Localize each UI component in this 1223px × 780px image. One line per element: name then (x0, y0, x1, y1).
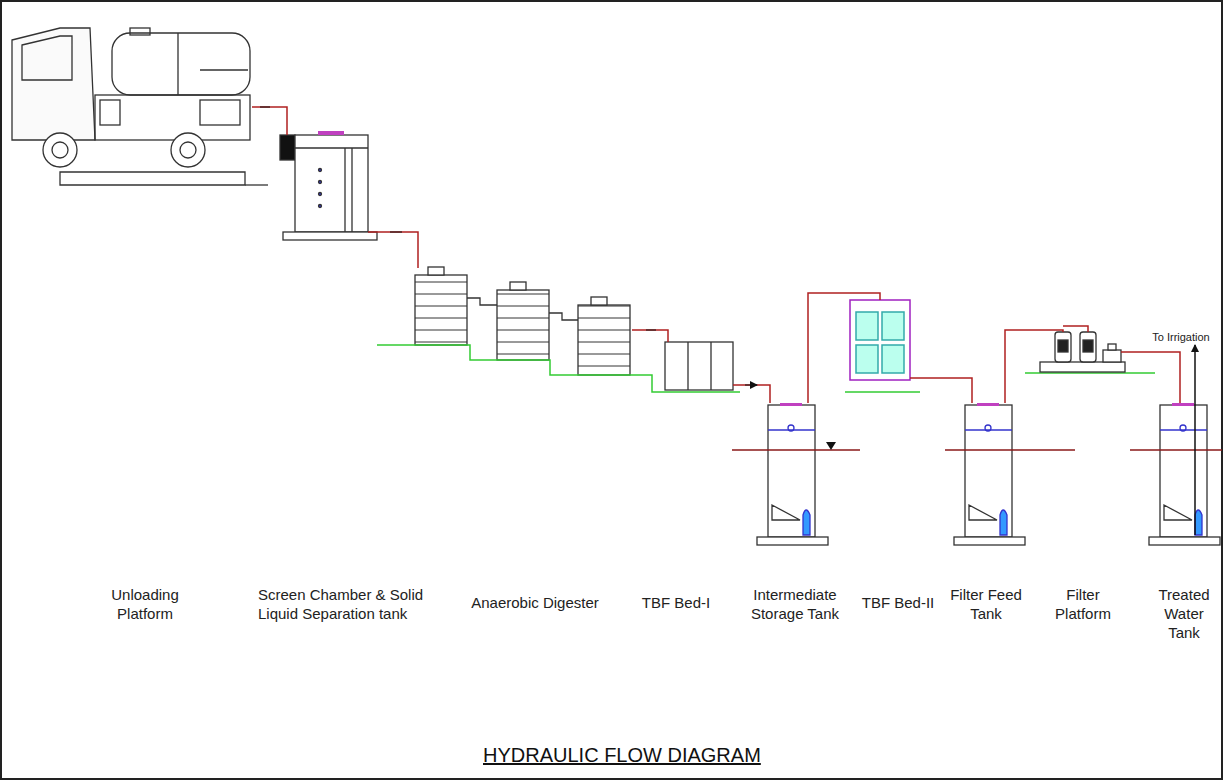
unit-label: Filter Feed Tank (944, 585, 1028, 623)
unit-label: TBF Bed-I (632, 593, 720, 612)
tbf-bed-1 (665, 342, 733, 390)
filter-platform (1040, 332, 1125, 372)
unit-label: Unloading Platform (100, 585, 190, 623)
unit-label: TBF Bed-II (852, 593, 944, 612)
diagram-title: HYDRAULIC FLOW DIAGRAM (483, 744, 761, 767)
storage-tanks (757, 403, 1220, 545)
screen-chamber (280, 131, 377, 240)
flow-note: To Irrigation (1142, 330, 1220, 344)
unit-label: Intermediate Storage Tank (735, 585, 855, 623)
tanker-truck (12, 28, 268, 185)
flow-pipes (252, 107, 1195, 535)
tbf-bed-2 (850, 300, 910, 380)
unit-label: Treated Water Tank (1150, 585, 1218, 642)
unit-label: Anaerobic Digester (460, 593, 610, 612)
anaerobic-digesters (415, 267, 630, 375)
unit-label: Filter Platform (1045, 585, 1121, 623)
unit-label: Screen Chamber & Solid Liquid Separation… (258, 585, 443, 623)
